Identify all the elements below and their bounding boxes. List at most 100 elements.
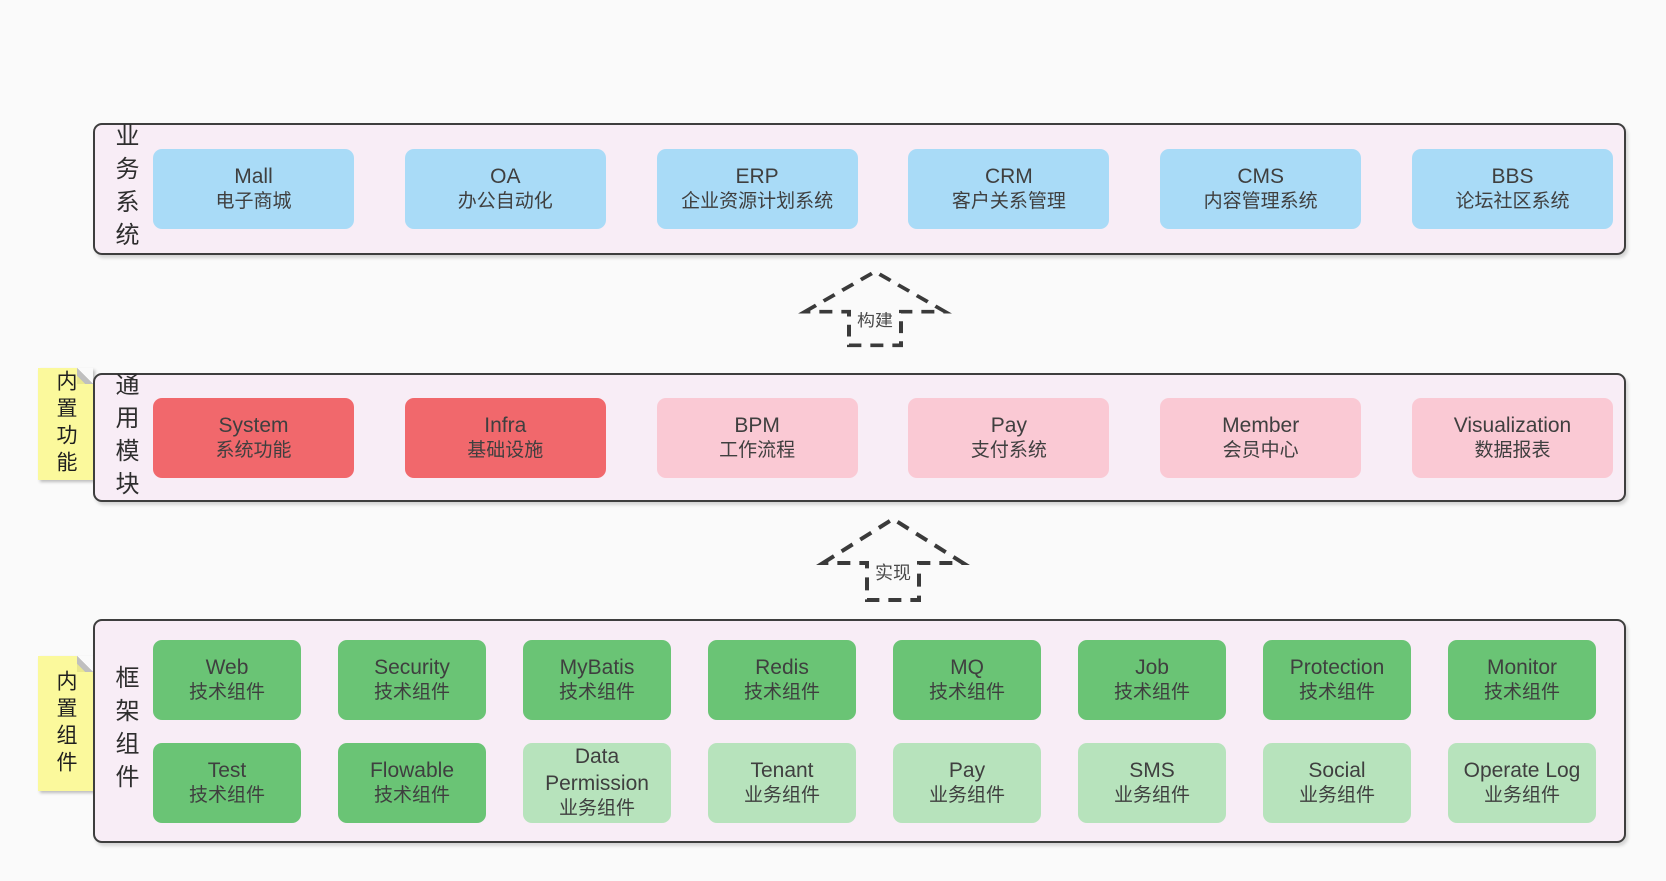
- business-boxes-row: Mall 电子商城 OA 办公自动化 ERP 企业资源计划系统 CRM 客户关系…: [153, 125, 1624, 253]
- arrow-build-label: 构建: [857, 311, 893, 330]
- box-web: Web 技术组件: [153, 639, 301, 720]
- box-label: 基础设施: [467, 439, 544, 461]
- box-name: BPM: [734, 413, 780, 437]
- box-name: CMS: [1237, 165, 1285, 188]
- box-label: 支付系统: [970, 439, 1047, 461]
- sticky-note-built-in-features: 内置功能: [38, 368, 93, 480]
- box-name: Operate Log: [1463, 758, 1581, 782]
- box-name: Member: [1222, 413, 1300, 437]
- box-label: 业务组件: [928, 784, 1005, 806]
- box-mq: MQ 技术组件: [893, 639, 1041, 720]
- box-sms: SMS 业务组件: [1078, 742, 1226, 823]
- box-pay-component: Pay 业务组件: [893, 742, 1041, 823]
- box-label: 技术组件: [1483, 681, 1560, 703]
- box-name: Flowable: [369, 758, 455, 782]
- box-test: Test 技术组件: [153, 742, 301, 823]
- component-row-1: Web 技术组件 Security 技术组件 MyBatis 技术组件 Redi…: [153, 639, 1596, 720]
- box-name: Tenant: [750, 758, 814, 782]
- box-tenant: Tenant 业务组件: [708, 742, 856, 823]
- box-label: 办公自动化: [457, 191, 553, 213]
- box-name: Pay: [990, 413, 1027, 437]
- box-name: SMS: [1129, 758, 1175, 782]
- sticky-note-built-in-components: 内置组件: [38, 656, 93, 791]
- box-oa: OA 办公自动化: [404, 149, 606, 229]
- arrow-build: 构建: [798, 269, 952, 348]
- arrow-implement-label: 实现: [875, 563, 911, 583]
- box-label: 技术组件: [373, 681, 450, 703]
- folded-corner: [77, 656, 93, 672]
- box-label: 技术组件: [1113, 681, 1190, 703]
- sticky-note-text: 内置功能: [54, 370, 77, 478]
- box-security: Security 技术组件: [338, 639, 486, 720]
- box-label: 业务组件: [1113, 784, 1190, 806]
- box-name: CRM: [984, 165, 1033, 188]
- box-label: 内容管理系统: [1203, 191, 1318, 213]
- box-name: Social: [1308, 758, 1366, 782]
- component-row-2: Test 技术组件 Flowable 技术组件 Data Permission …: [153, 742, 1596, 823]
- box-name: Job: [1135, 655, 1169, 679]
- box-name: Visualization: [1453, 413, 1572, 437]
- box-label: 技术组件: [558, 681, 635, 703]
- box-name: Monitor: [1486, 655, 1558, 679]
- box-infra: Infra 基础设施: [404, 397, 606, 478]
- box-name: System: [218, 413, 289, 437]
- layer-common-modules: 通用模块 System 系统功能 Infra 基础设施 BPM 工作流程 Pay…: [93, 372, 1626, 504]
- box-system: System 系统功能: [153, 397, 354, 478]
- box-data-permission: Data Permission 业务组件: [523, 742, 671, 823]
- box-name: MyBatis: [559, 655, 635, 679]
- box-label: 会员中心: [1222, 439, 1299, 461]
- box-monitor: Monitor 技术组件: [1448, 639, 1596, 720]
- box-crm: CRM 客户关系管理: [908, 149, 1110, 229]
- box-flowable: Flowable 技术组件: [338, 742, 486, 823]
- box-label: 业务组件: [1298, 784, 1375, 806]
- box-label: 企业资源计划系统: [681, 191, 834, 213]
- box-label: 客户关系管理: [951, 191, 1066, 213]
- layer-title-common-modules: 通用模块: [95, 372, 153, 504]
- box-label: 技术组件: [1298, 681, 1375, 703]
- component-boxes-grid: Web 技术组件 Security 技术组件 MyBatis 技术组件 Redi…: [153, 621, 1624, 841]
- box-name: ERP: [735, 165, 779, 188]
- box-label: 数据报表: [1474, 439, 1551, 461]
- box-label: 工作流程: [719, 439, 796, 461]
- box-label: 业务组件: [558, 798, 635, 820]
- box-name: Mall: [234, 165, 273, 188]
- layer-title-text: 框架组件: [111, 665, 138, 797]
- box-mall: Mall 电子商城: [153, 149, 354, 229]
- box-name: BBS: [1491, 165, 1534, 188]
- arrow-outline: [816, 516, 970, 602]
- box-name: Data Permission: [545, 744, 649, 796]
- box-member: Member 会员中心: [1160, 397, 1362, 478]
- layer-title-business-systems: 业务系统: [95, 123, 153, 255]
- box-operate-log: Operate Log 业务组件: [1448, 742, 1596, 823]
- box-name: Web: [205, 655, 249, 679]
- layer-framework-components: 框架组件 Web 技术组件 Security 技术组件 MyBatis 技术组件…: [93, 619, 1626, 843]
- box-name: Pay: [948, 758, 986, 782]
- box-label: 技术组件: [188, 681, 265, 703]
- box-name: OA: [490, 165, 521, 188]
- box-label: 论坛社区系统: [1455, 191, 1570, 213]
- box-cms: CMS 内容管理系统: [1160, 149, 1362, 229]
- folded-corner: [77, 368, 93, 384]
- arrow-outline: [798, 269, 952, 348]
- box-label: 技术组件: [743, 681, 820, 703]
- box-redis: Redis 技术组件: [708, 639, 856, 720]
- box-name: Infra: [484, 413, 527, 437]
- layer-business-systems: 业务系统 Mall 电子商城 OA 办公自动化 ERP 企业资源计划系统 CRM…: [93, 123, 1626, 255]
- box-social: Social 业务组件: [1263, 742, 1411, 823]
- box-name: MQ: [950, 655, 984, 679]
- box-label: 业务组件: [743, 784, 820, 806]
- box-name: Redis: [755, 655, 809, 679]
- arrow-implement: 实现: [816, 516, 970, 602]
- sticky-note-text: 内置组件: [54, 669, 77, 778]
- box-label: 技术组件: [373, 784, 450, 806]
- box-job: Job 技术组件: [1078, 639, 1226, 720]
- box-pay: Pay 支付系统: [908, 397, 1110, 478]
- box-label: 业务组件: [1483, 784, 1560, 806]
- layer-title-framework-components: 框架组件: [95, 621, 153, 841]
- box-name: Test: [207, 758, 247, 782]
- box-protection: Protection 技术组件: [1263, 639, 1411, 720]
- box-label: 技术组件: [928, 681, 1005, 703]
- box-bbs: BBS 论坛社区系统: [1411, 149, 1613, 229]
- box-name: Security: [374, 655, 450, 679]
